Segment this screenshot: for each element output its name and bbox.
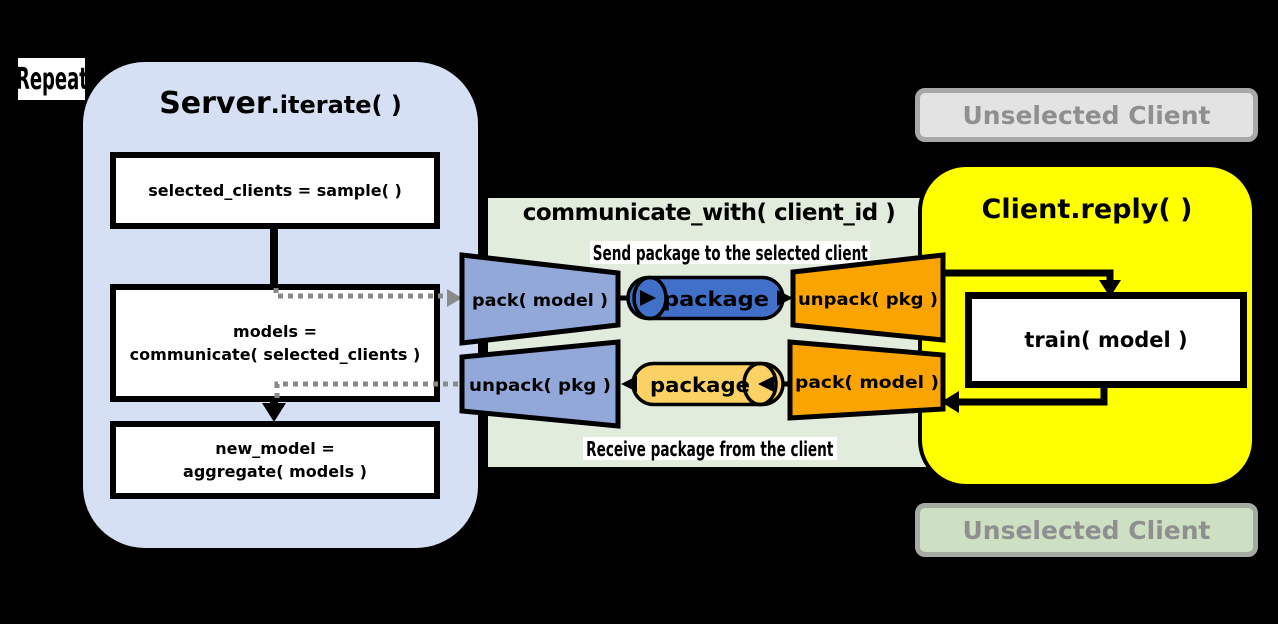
server-title: Server.iterate( ): [83, 86, 478, 124]
communicate-with-title: communicate_with( client_id ): [522, 200, 896, 226]
server-title-method: .iterate( ): [270, 91, 402, 119]
unselected-client-top: Unselected Client: [915, 88, 1258, 142]
send-note-text: Send package to the selected client: [592, 240, 868, 265]
step-aggregate-box: new_model = aggregate( models ): [110, 421, 440, 499]
server-title-name: Server: [159, 86, 271, 121]
communicate-with-panel: [483, 193, 935, 472]
receive-note: Receive package from the client: [583, 436, 837, 461]
unselected-client-bottom: Unselected Client: [915, 503, 1258, 557]
send-note: Send package to the selected client: [590, 240, 870, 265]
train-model-box: train( model ): [965, 292, 1247, 388]
step-communicate-box: models = communicate( selected_clients ): [110, 284, 440, 402]
repeat-label: Repeat: [15, 58, 88, 100]
repeat-label-text: Repeat: [15, 61, 88, 97]
receive-note-text: Receive package from the client: [586, 436, 834, 461]
step-sample-box: selected_clients = sample( ): [110, 152, 440, 229]
client-reply-title: Client.reply( ): [981, 193, 1193, 225]
